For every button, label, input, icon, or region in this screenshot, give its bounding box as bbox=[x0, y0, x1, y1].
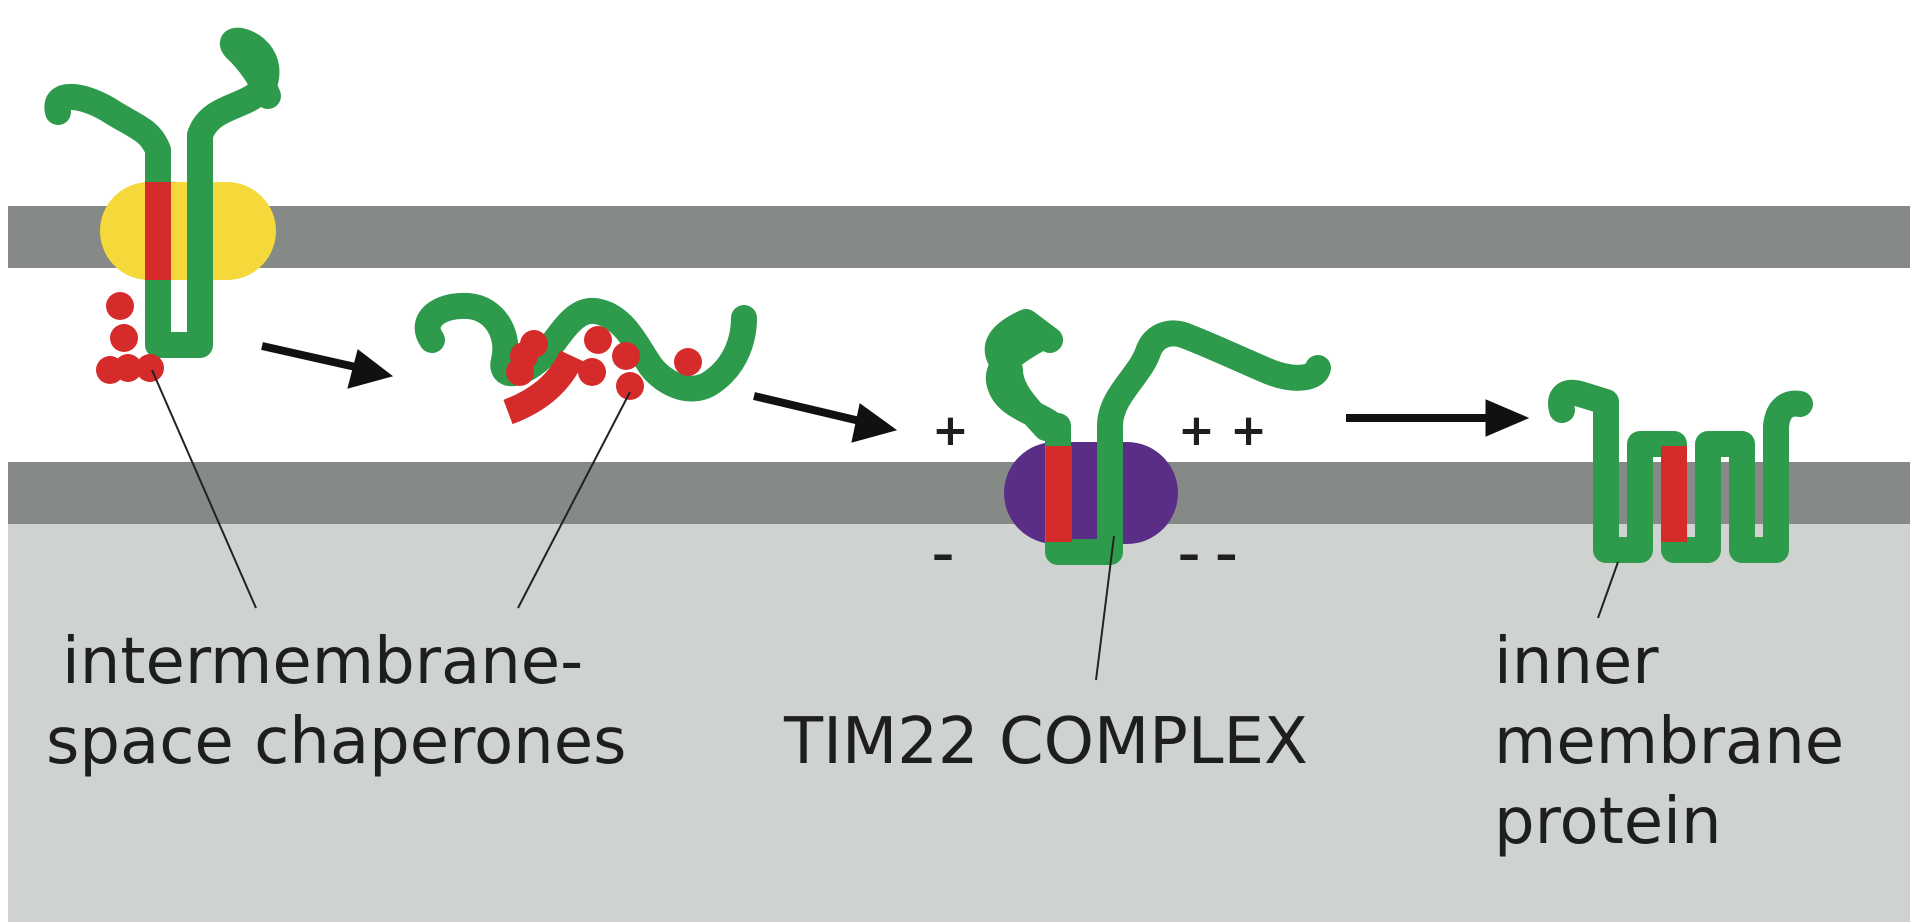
stage-1-tom-translocation bbox=[44, 27, 281, 384]
stage-2-chaperone-transport bbox=[414, 292, 757, 425]
chaperone-dot bbox=[674, 348, 702, 376]
label-tim22-complex: TIM22 COMPLEX bbox=[784, 705, 1308, 779]
charge-plus-right: + + bbox=[1178, 405, 1268, 456]
chaperone-dot bbox=[612, 342, 640, 370]
chaperone-dot bbox=[616, 372, 644, 400]
precursor-protein-stage-1 bbox=[44, 27, 281, 358]
chaperone-dot bbox=[110, 324, 138, 352]
chaperone-dot bbox=[520, 330, 548, 358]
signal-segment-stage-2 bbox=[503, 350, 584, 425]
label-inner-line-3: protein bbox=[1494, 785, 1722, 859]
signal-segment-stage-1 bbox=[145, 182, 171, 280]
arrow-2-head bbox=[851, 403, 898, 443]
leader-line-chaperones-2 bbox=[517, 391, 631, 609]
precursor-protein-stage-2 bbox=[414, 292, 757, 402]
stage-4-inner-membrane-protein bbox=[1548, 379, 1813, 563]
arrow-2-shaft bbox=[753, 392, 865, 426]
outer-membrane bbox=[8, 206, 1910, 268]
process-arrows bbox=[261, 342, 1530, 443]
inner-membrane-protein-chain bbox=[1548, 379, 1813, 563]
precursor-arm-stage-3 bbox=[985, 323, 1071, 443]
chaperone-dot bbox=[578, 358, 606, 386]
label-chaperones-line-1: intermembrane- bbox=[62, 625, 584, 699]
charge-plus-left: + bbox=[932, 405, 969, 456]
arrow-1-shaft bbox=[261, 342, 361, 372]
label-chaperones-line-2: space chaperones bbox=[46, 705, 627, 779]
leader-line-inner-protein bbox=[1597, 561, 1619, 619]
signal-segment-stage-4 bbox=[1661, 446, 1687, 542]
arrow-1-head bbox=[347, 349, 394, 389]
leader-line-chaperones-1 bbox=[151, 369, 257, 609]
arrow-3-head bbox=[1485, 399, 1530, 437]
chaperones-stage-1 bbox=[96, 292, 164, 384]
signal-segment-stage-3 bbox=[1046, 446, 1072, 542]
label-inner-line-1: inner bbox=[1494, 625, 1659, 699]
chaperones-stage-2 bbox=[506, 326, 702, 400]
chaperone-dot bbox=[136, 354, 164, 382]
chaperone-dot bbox=[96, 356, 124, 384]
chaperone-dot bbox=[106, 292, 134, 320]
charge-minus-left: – bbox=[932, 529, 954, 580]
matrix-region bbox=[8, 520, 1910, 922]
leader-line-tim22 bbox=[1095, 535, 1115, 681]
inner-membrane bbox=[8, 462, 1910, 524]
tim22-complex bbox=[1004, 442, 1178, 544]
label-inner-line-2: membrane bbox=[1494, 705, 1845, 779]
chaperone-dot bbox=[584, 326, 612, 354]
leader-lines bbox=[151, 369, 1619, 681]
charge-minus-right: – – bbox=[1178, 529, 1238, 580]
stage-3-tim22-insertion bbox=[984, 309, 1331, 565]
chaperone-dot bbox=[506, 358, 534, 386]
